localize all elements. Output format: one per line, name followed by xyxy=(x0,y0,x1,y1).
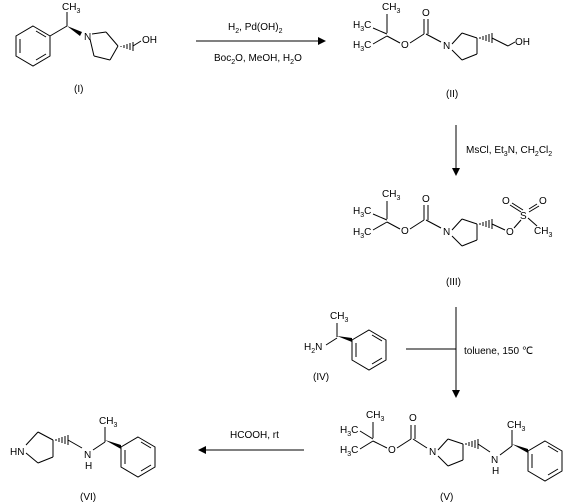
svg-text:OH: OH xyxy=(515,37,530,48)
svg-text:CH3: CH3 xyxy=(507,420,525,433)
svg-text:O: O xyxy=(506,227,514,238)
compound-label-v: (V) xyxy=(440,492,453,503)
svg-text:N: N xyxy=(84,450,91,461)
svg-text:CH3: CH3 xyxy=(99,416,117,429)
compound-vi-structure: HN N H CH3 xyxy=(10,416,156,478)
conditions-step-2: MsCl, Et3N, CH2Cl2 xyxy=(466,145,552,158)
svg-text:H2N: H2N xyxy=(304,342,322,355)
svg-text:CH3: CH3 xyxy=(366,410,384,423)
svg-text:S: S xyxy=(520,211,527,222)
svg-text:O: O xyxy=(409,413,417,424)
svg-text:H3C: H3C xyxy=(340,445,358,458)
conditions-step-4: HCOOH, rt xyxy=(230,430,279,441)
compound-label-iv: (IV) xyxy=(313,372,329,383)
svg-text:O: O xyxy=(539,196,547,207)
svg-text:CH3: CH3 xyxy=(330,311,348,324)
svg-text:CH3: CH3 xyxy=(382,2,400,15)
compound-iii-structure: CH3 H3C H3C O O N O S O O CH3 xyxy=(353,189,552,247)
compound-label-vi: (VI) xyxy=(80,492,96,503)
arrowhead-step-2 xyxy=(452,168,460,176)
svg-text:O: O xyxy=(502,196,510,207)
compound-ii-structure: CH3 H3C H3C O O N OH xyxy=(353,2,530,61)
conditions-step-1-line-1: H2, Pd(OH)2 xyxy=(228,22,283,35)
atom-ch3: CH3 xyxy=(62,2,80,15)
arrowhead-step-1 xyxy=(318,37,326,45)
svg-text:N: N xyxy=(443,41,450,52)
svg-text:H3C: H3C xyxy=(353,206,371,219)
compound-i-structure: CH3 N OH xyxy=(15,2,157,67)
svg-text:O: O xyxy=(422,194,430,205)
conditions-step-1-line-2: Boc2O, MeOH, H2O xyxy=(214,53,302,66)
svg-text:O: O xyxy=(388,445,396,456)
svg-text:CH3: CH3 xyxy=(382,189,400,202)
svg-text:HN: HN xyxy=(10,447,24,458)
svg-text:N: N xyxy=(429,447,436,458)
svg-text:H: H xyxy=(492,466,499,477)
atom-oh: OH xyxy=(142,35,157,46)
compound-iv-structure: CH3 H2N xyxy=(304,311,387,371)
svg-text:O: O xyxy=(422,8,430,19)
svg-text:H3C: H3C xyxy=(340,425,358,438)
svg-text:N: N xyxy=(443,227,450,238)
svg-text:H: H xyxy=(85,461,92,472)
arrowhead-step-4 xyxy=(198,446,206,454)
compound-label-i: (I) xyxy=(74,84,83,95)
conditions-step-3: toluene, 150 ℃ xyxy=(464,346,533,357)
atom-n: N xyxy=(84,32,91,43)
svg-text:CH3: CH3 xyxy=(534,226,552,239)
compound-v-structure: CH3 H3C H3C O O N N H CH3 xyxy=(340,410,563,482)
arrowhead-step-3 xyxy=(452,390,460,398)
svg-text:H3C: H3C xyxy=(353,40,371,53)
compound-label-ii: (II) xyxy=(446,89,458,100)
svg-text:H3C: H3C xyxy=(353,227,371,240)
svg-text:N: N xyxy=(491,455,498,466)
svg-text:O: O xyxy=(401,226,409,237)
svg-text:O: O xyxy=(401,40,409,51)
svg-text:H3C: H3C xyxy=(353,20,371,33)
compound-label-iii: (III) xyxy=(446,277,461,288)
